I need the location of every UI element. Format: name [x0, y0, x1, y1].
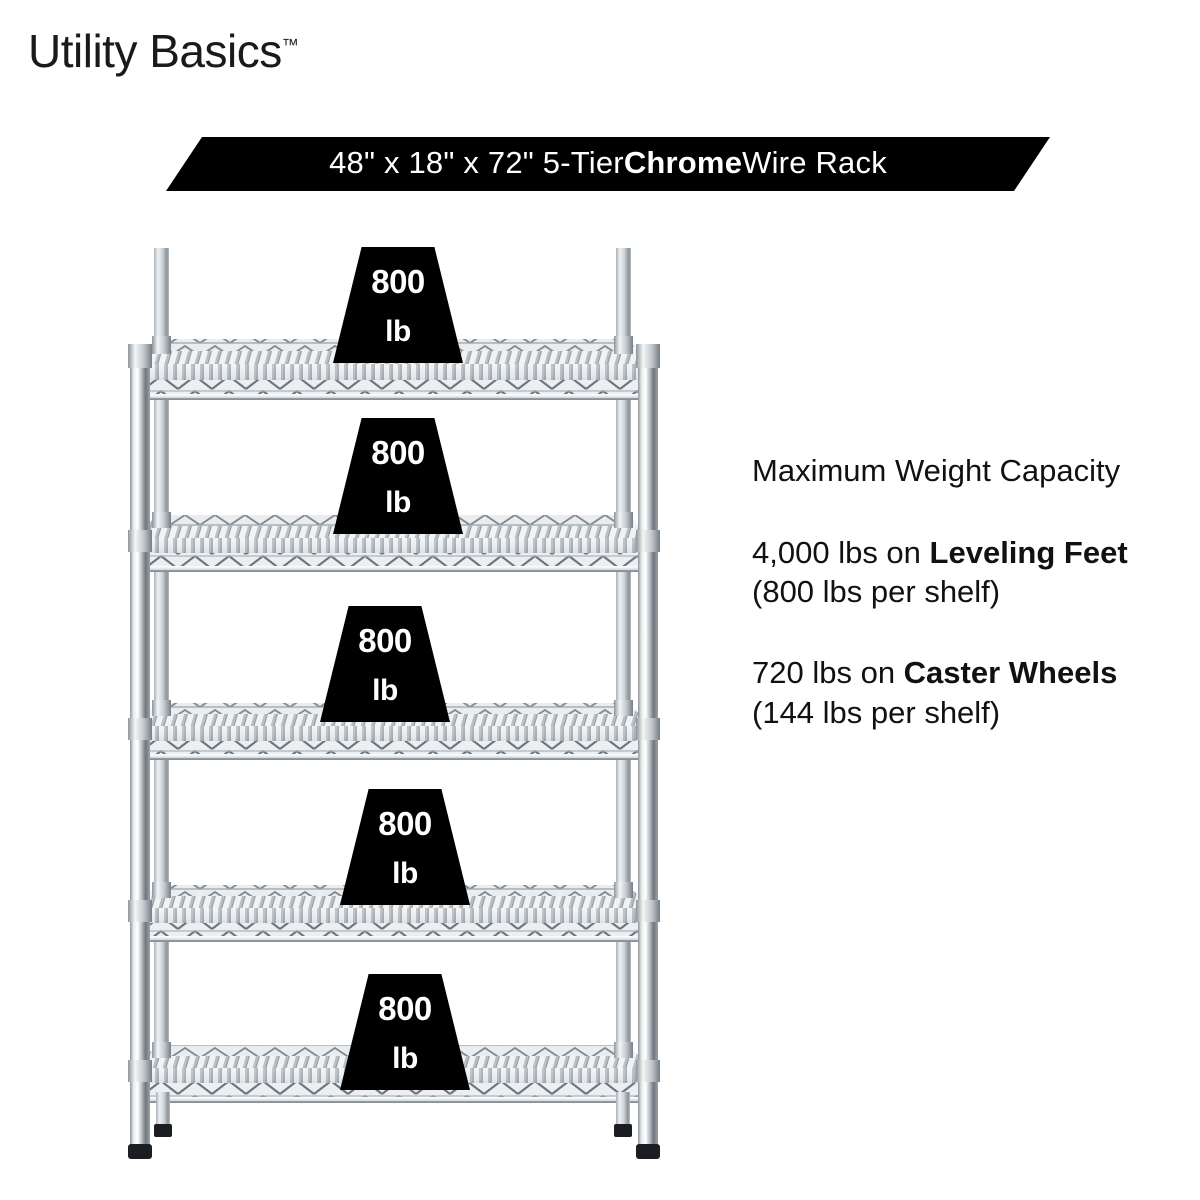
badge-value: 800 [371, 434, 425, 471]
badge-unit: lb [392, 857, 418, 890]
spec-line-leveling-feet: 4,000 lbs on Leveling Feet (800 lbs per … [752, 533, 1152, 612]
badge-value: 800 [358, 622, 412, 659]
leveling-foot-front-right [636, 1144, 660, 1159]
leveling-foot-rear-left [154, 1124, 172, 1137]
brand-logo: Utility Basics™ [28, 28, 299, 74]
post-collars [128, 336, 660, 1082]
title-ribbon: 48" x 18" x 72" 5-Tier Chrome Wire Rack [166, 137, 1050, 191]
badge-unit: lb [372, 674, 398, 707]
spec-panel: Maximum Weight Capacity 4,000 lbs on Lev… [752, 452, 1152, 732]
spec-line-emphasis: Leveling Feet [929, 534, 1128, 570]
ribbon-text-suffix: Wire Rack [742, 145, 887, 180]
badge-value: 800 [378, 805, 432, 842]
ribbon-text-prefix: 48" x 18" x 72" 5-Tier [329, 145, 624, 180]
brand-name: Utility Basics [28, 25, 282, 77]
weight-badge-tier-1: 800 lb [333, 247, 463, 363]
shelf-tier-1 [132, 339, 656, 400]
spec-line-prefix: 4,000 lbs on [752, 534, 930, 570]
spec-line-emphasis: Caster Wheels [903, 655, 1118, 691]
spec-line-suffix: (800 lbs per shelf) [752, 574, 1001, 610]
weight-badge-tier-3: 800 lb [320, 606, 450, 722]
leveling-feet [128, 1092, 660, 1159]
badge-unit: lb [385, 486, 411, 519]
spec-heading: Maximum Weight Capacity [752, 453, 1121, 488]
badge-value: 800 [378, 990, 432, 1027]
badge-value: 800 [371, 263, 425, 300]
weight-badge-tier-4: 800 lb [340, 789, 470, 905]
ribbon-background [166, 137, 1050, 191]
trademark-symbol: ™ [281, 35, 299, 55]
spec-line-suffix: (144 lbs per shelf) [752, 694, 1001, 730]
spec-line-caster-wheels: 720 lbs on Caster Wheels (144 lbs per sh… [752, 653, 1152, 732]
badge-unit: lb [385, 315, 411, 348]
weight-badge-tier-2: 800 lb [333, 418, 463, 534]
weight-badge-tier-5: 800 lb [340, 974, 470, 1090]
leveling-foot-rear-right [614, 1124, 632, 1137]
badge-unit: lb [392, 1042, 418, 1075]
spec-line-prefix: 720 lbs on [752, 655, 904, 691]
leveling-foot-front-left [128, 1144, 152, 1159]
ribbon-text: 48" x 18" x 72" 5-Tier Chrome Wire Rack [166, 137, 1050, 191]
ribbon-text-emphasis: Chrome [623, 145, 743, 180]
